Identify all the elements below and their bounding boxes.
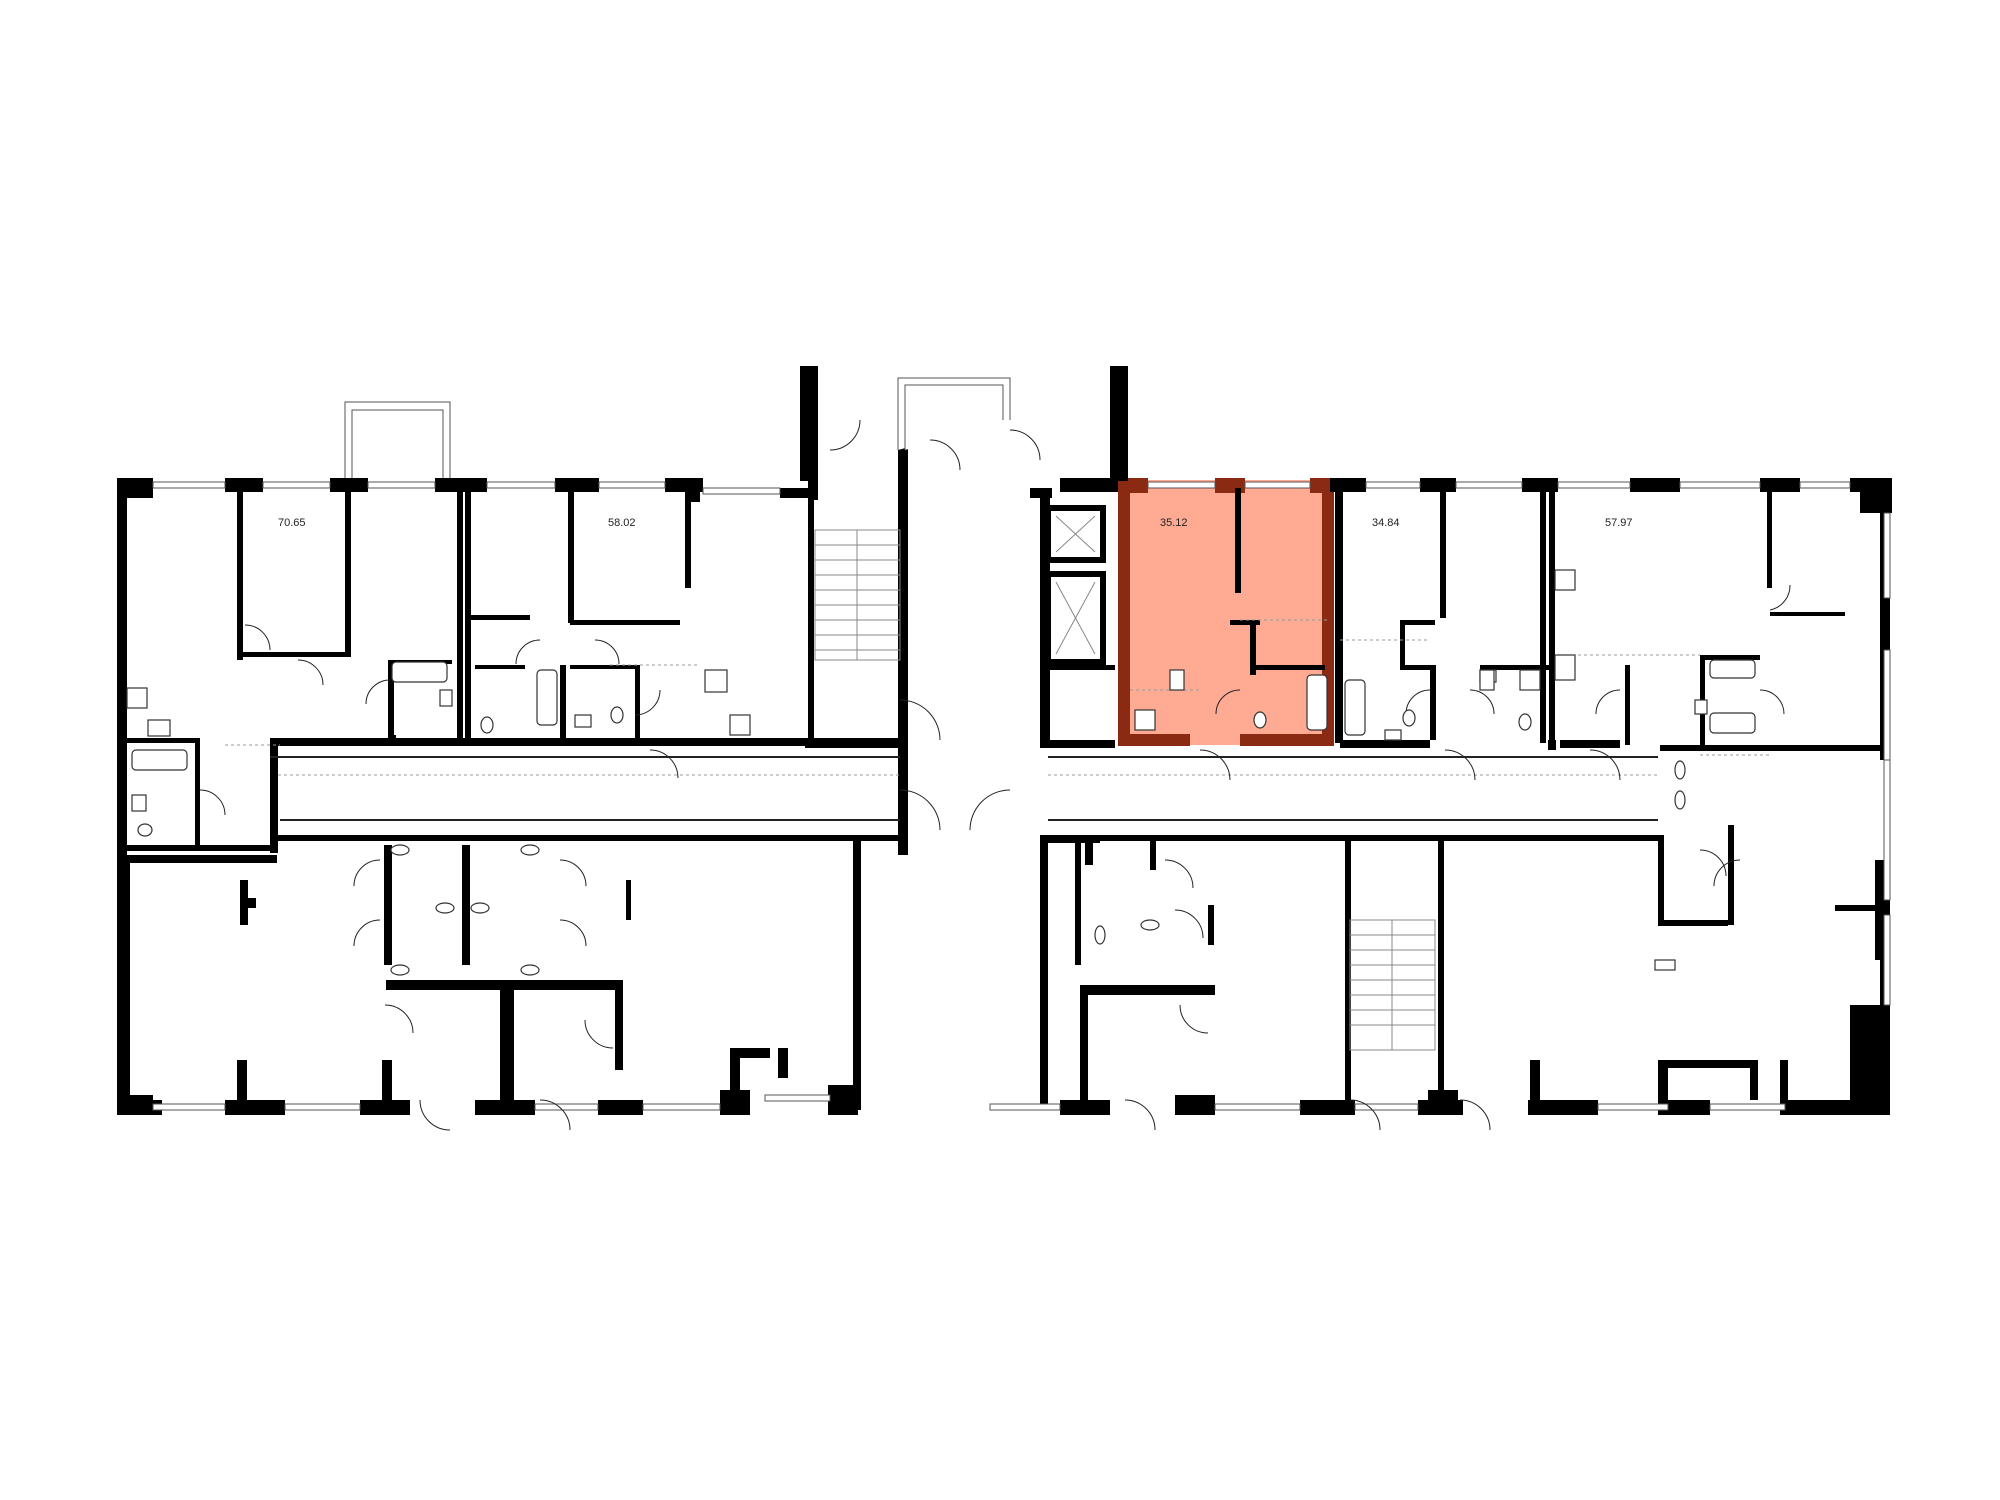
highlighted-apartment-fill: [1120, 480, 1330, 745]
walls: [117, 366, 1892, 1115]
area-labels: 70.65 58.02 35.12 34.84 57.97: [278, 517, 1633, 529]
fixtures: [126, 569, 1756, 976]
doors: [199, 419, 1791, 1131]
highlighted-apartment[interactable]: [1118, 478, 1334, 746]
apartment-area-label: 35.12: [1160, 517, 1188, 529]
apartment-area-label: 57.97: [1605, 517, 1633, 529]
elevators: [1045, 505, 1106, 665]
corridors: [270, 756, 1658, 821]
apartment-area-label: 58.02: [608, 517, 636, 529]
stairwell-left: [814, 529, 901, 661]
windows: [152, 377, 1891, 1111]
apartment-area-label: 70.65: [278, 517, 306, 529]
stairwell-right: [1349, 919, 1436, 1051]
apartment-area-label: 34.84: [1372, 517, 1400, 529]
room-boundaries: [225, 619, 1770, 756]
